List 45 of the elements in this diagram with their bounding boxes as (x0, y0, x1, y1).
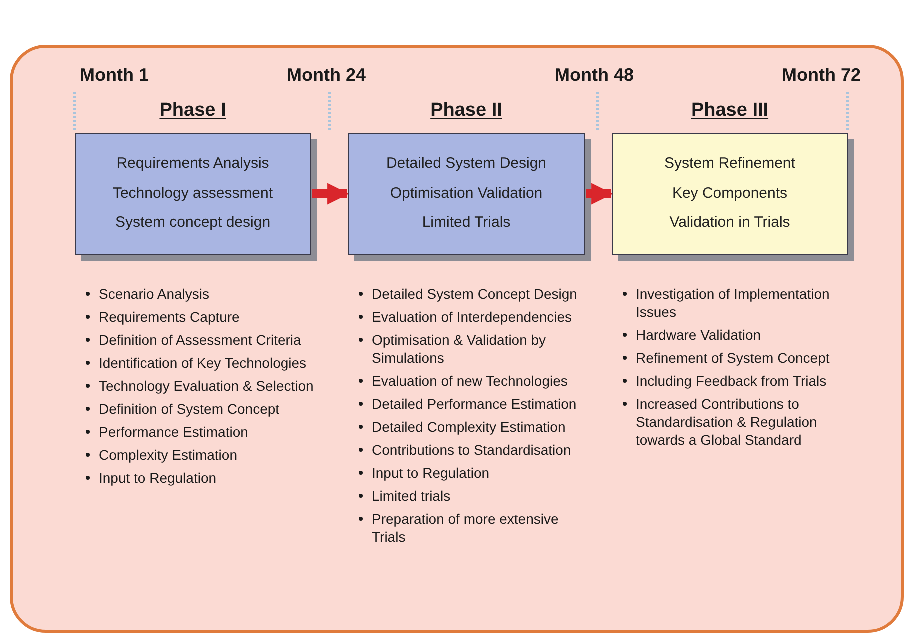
month-label: Month 48 (555, 64, 634, 87)
bullet-item: Evaluation of Interdependencies (356, 308, 593, 326)
phase-heading: Phase III (690, 99, 770, 123)
box-text: System concept design (115, 214, 271, 234)
box-text: Key Components (672, 184, 788, 204)
box-text: Validation in Trials (670, 214, 790, 234)
month-label: Month 1 (80, 64, 149, 87)
bullet-item: Input to Regulation (356, 464, 593, 482)
bullet-item: Performance Estimation (83, 423, 319, 441)
bullet-item: Detailed System Concept Design (356, 285, 593, 303)
month-label: Month 72 (782, 64, 861, 87)
bullet-item: Definition of System Concept (83, 400, 319, 418)
bullet-item: Contributions to Standardisation (356, 441, 593, 459)
bullet-item: Investigation of Implementation Issues (620, 285, 856, 321)
box-text: Limited Trials (422, 214, 511, 234)
box-text: Detailed System Design (386, 154, 547, 174)
phase-box (75, 133, 311, 255)
bullet-item: Scenario Analysis (83, 285, 319, 303)
bullet-item: Input to Regulation (83, 469, 319, 487)
bullet-item: Detailed Performance Estimation (356, 395, 593, 413)
bullet-item: Complexity Estimation (83, 446, 319, 464)
arrow (586, 183, 614, 205)
bullet-item: Identification of Key Technologies (83, 354, 319, 372)
bullet-item: Evaluation of new Technologies (356, 372, 593, 390)
phase-box (612, 133, 848, 255)
phase-box (348, 133, 585, 255)
arrow (312, 183, 350, 205)
bullet-item: Hardware Validation (620, 326, 856, 344)
box-text: System Refinement (664, 154, 796, 174)
phase-heading: Phase II (430, 99, 504, 123)
bullet-item: Requirements Capture (83, 308, 319, 326)
month-label: Month 24 (287, 64, 366, 87)
bullet-item: Limited trials (356, 487, 593, 505)
box-text: Technology assessment (112, 184, 274, 204)
bullet-item: Including Feedback from Trials (620, 372, 856, 390)
bullet-item: Definition of Assessment Criteria (83, 331, 319, 349)
bullet-item: Refinement of System Concept (620, 349, 856, 367)
bullet-item: Optimisation & Validation by Simulations (356, 331, 593, 367)
box-text: Requirements Analysis (116, 154, 270, 174)
bullet-item: Technology Evaluation & Selection (83, 377, 319, 395)
box-text: Optimisation Validation (390, 184, 543, 204)
bullet-item: Detailed Complexity Estimation (356, 418, 593, 436)
bullet-item: Preparation of more extensive Trials (356, 510, 593, 546)
phase-heading: Phase I (158, 99, 228, 123)
bullet-item: Increased Contributions to Standardisation & Regulation towards a Global Standard (620, 395, 856, 449)
